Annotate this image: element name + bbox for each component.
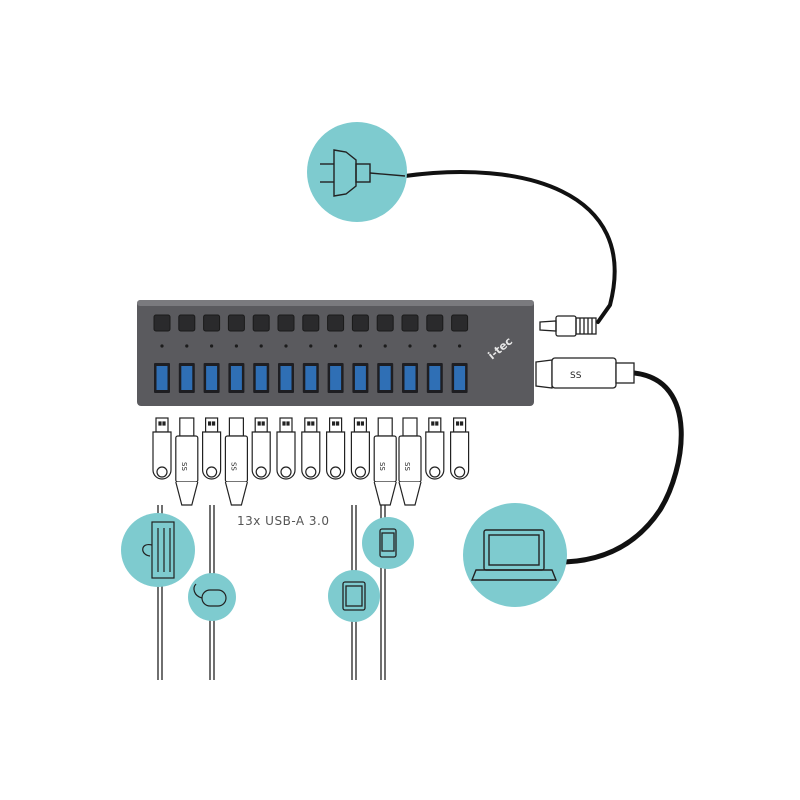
usb-flash-drive-6 (276, 417, 296, 480)
keyboard-icon (142, 521, 175, 579)
status-led-13 (458, 344, 462, 348)
usb-b-connector: SS (535, 357, 635, 389)
mouse-group (188, 573, 236, 621)
power-switch-6[interactable] (277, 314, 295, 332)
hub-power-switches (153, 314, 469, 332)
usb-flash-drive-9 (350, 417, 370, 480)
usb-flash-drive-5 (251, 417, 271, 480)
ss-usb-logo: SS (403, 462, 411, 471)
usb-flash-drive-3 (202, 417, 222, 480)
status-led-2 (185, 344, 189, 348)
usb-b-ss-logo: SS (570, 371, 582, 381)
power-switch-12[interactable] (426, 314, 444, 332)
laptop-group (463, 503, 567, 607)
usb-flash-drive-1 (152, 417, 172, 480)
tablet-circle (328, 570, 380, 622)
power-switch-4[interactable] (227, 314, 245, 332)
power-switch-5[interactable] (252, 314, 270, 332)
tablet-group (328, 570, 380, 622)
status-led-6 (284, 344, 288, 348)
usb-a-cable-plug-11: SS (398, 417, 422, 506)
laptop-circle (463, 503, 567, 607)
power-switch-9[interactable] (351, 314, 369, 332)
usb-port-10[interactable] (379, 366, 391, 390)
power-plug-icon (320, 149, 406, 197)
phone-group (362, 517, 414, 569)
hub-usb-ports (154, 363, 468, 393)
status-led-8 (334, 344, 338, 348)
usb-port-5[interactable] (255, 366, 267, 390)
usb-flash-drive-7 (301, 417, 321, 480)
status-led-1 (160, 344, 164, 348)
ss-usb-logo: SS (180, 462, 188, 471)
usb-port-1[interactable] (156, 366, 168, 390)
hub-top-edge (137, 300, 534, 306)
phone-circle (362, 517, 414, 569)
usb-port-3[interactable] (206, 366, 218, 390)
power-switch-1[interactable] (153, 314, 171, 332)
usb-port-2[interactable] (181, 366, 193, 390)
usb-flash-drive-8 (326, 417, 346, 480)
usb-port-12[interactable] (429, 366, 441, 390)
usb-a-cable-plug-10: SS (373, 417, 397, 506)
status-led-12 (433, 344, 437, 348)
mouse-circle (188, 573, 236, 621)
power-switch-13[interactable] (451, 314, 469, 332)
usb-port-6[interactable] (280, 366, 292, 390)
ss-usb-logo: SS (378, 462, 386, 471)
power-switch-7[interactable] (302, 314, 320, 332)
usb-flash-drive-12 (425, 417, 445, 480)
upstream-cable (562, 370, 684, 565)
usb-plugs-row: SS SS SS SS (152, 417, 470, 506)
usb-port-11[interactable] (404, 366, 416, 390)
power-circle (307, 122, 407, 222)
power-switch-3[interactable] (203, 314, 221, 332)
hub-status-leds (160, 344, 462, 348)
status-led-5 (259, 344, 263, 348)
power-cable (403, 170, 617, 324)
usb-port-4[interactable] (230, 366, 242, 390)
status-led-11 (408, 344, 412, 348)
ss-usb-logo: SS (229, 462, 237, 471)
usb-a-cable-plug-4: SS (224, 417, 248, 506)
power-switch-10[interactable] (376, 314, 394, 332)
status-led-10 (383, 344, 387, 348)
power-switch-2[interactable] (178, 314, 196, 332)
status-led-7 (309, 344, 313, 348)
usb-flash-drive-13 (450, 417, 470, 480)
dc-power-connector (539, 315, 597, 337)
usb-hub: i-tec (137, 300, 534, 406)
usb-a-cable-plug-2: SS (175, 417, 199, 506)
status-led-3 (210, 344, 214, 348)
keyboard-group (121, 513, 195, 587)
port-caption: 13x USB-A 3.0 (237, 514, 330, 528)
laptop-icon (470, 529, 558, 581)
tablet-icon (342, 581, 366, 611)
status-led-4 (234, 344, 238, 348)
usb-port-9[interactable] (354, 366, 366, 390)
power-adapter-group (307, 122, 407, 222)
usb-port-8[interactable] (330, 366, 342, 390)
power-switch-11[interactable] (401, 314, 419, 332)
usb-port-13[interactable] (454, 366, 466, 390)
power-switch-8[interactable] (327, 314, 345, 332)
mouse-icon (193, 583, 227, 607)
status-led-9 (358, 344, 362, 348)
phone-icon (379, 528, 397, 558)
usb-port-7[interactable] (305, 366, 317, 390)
